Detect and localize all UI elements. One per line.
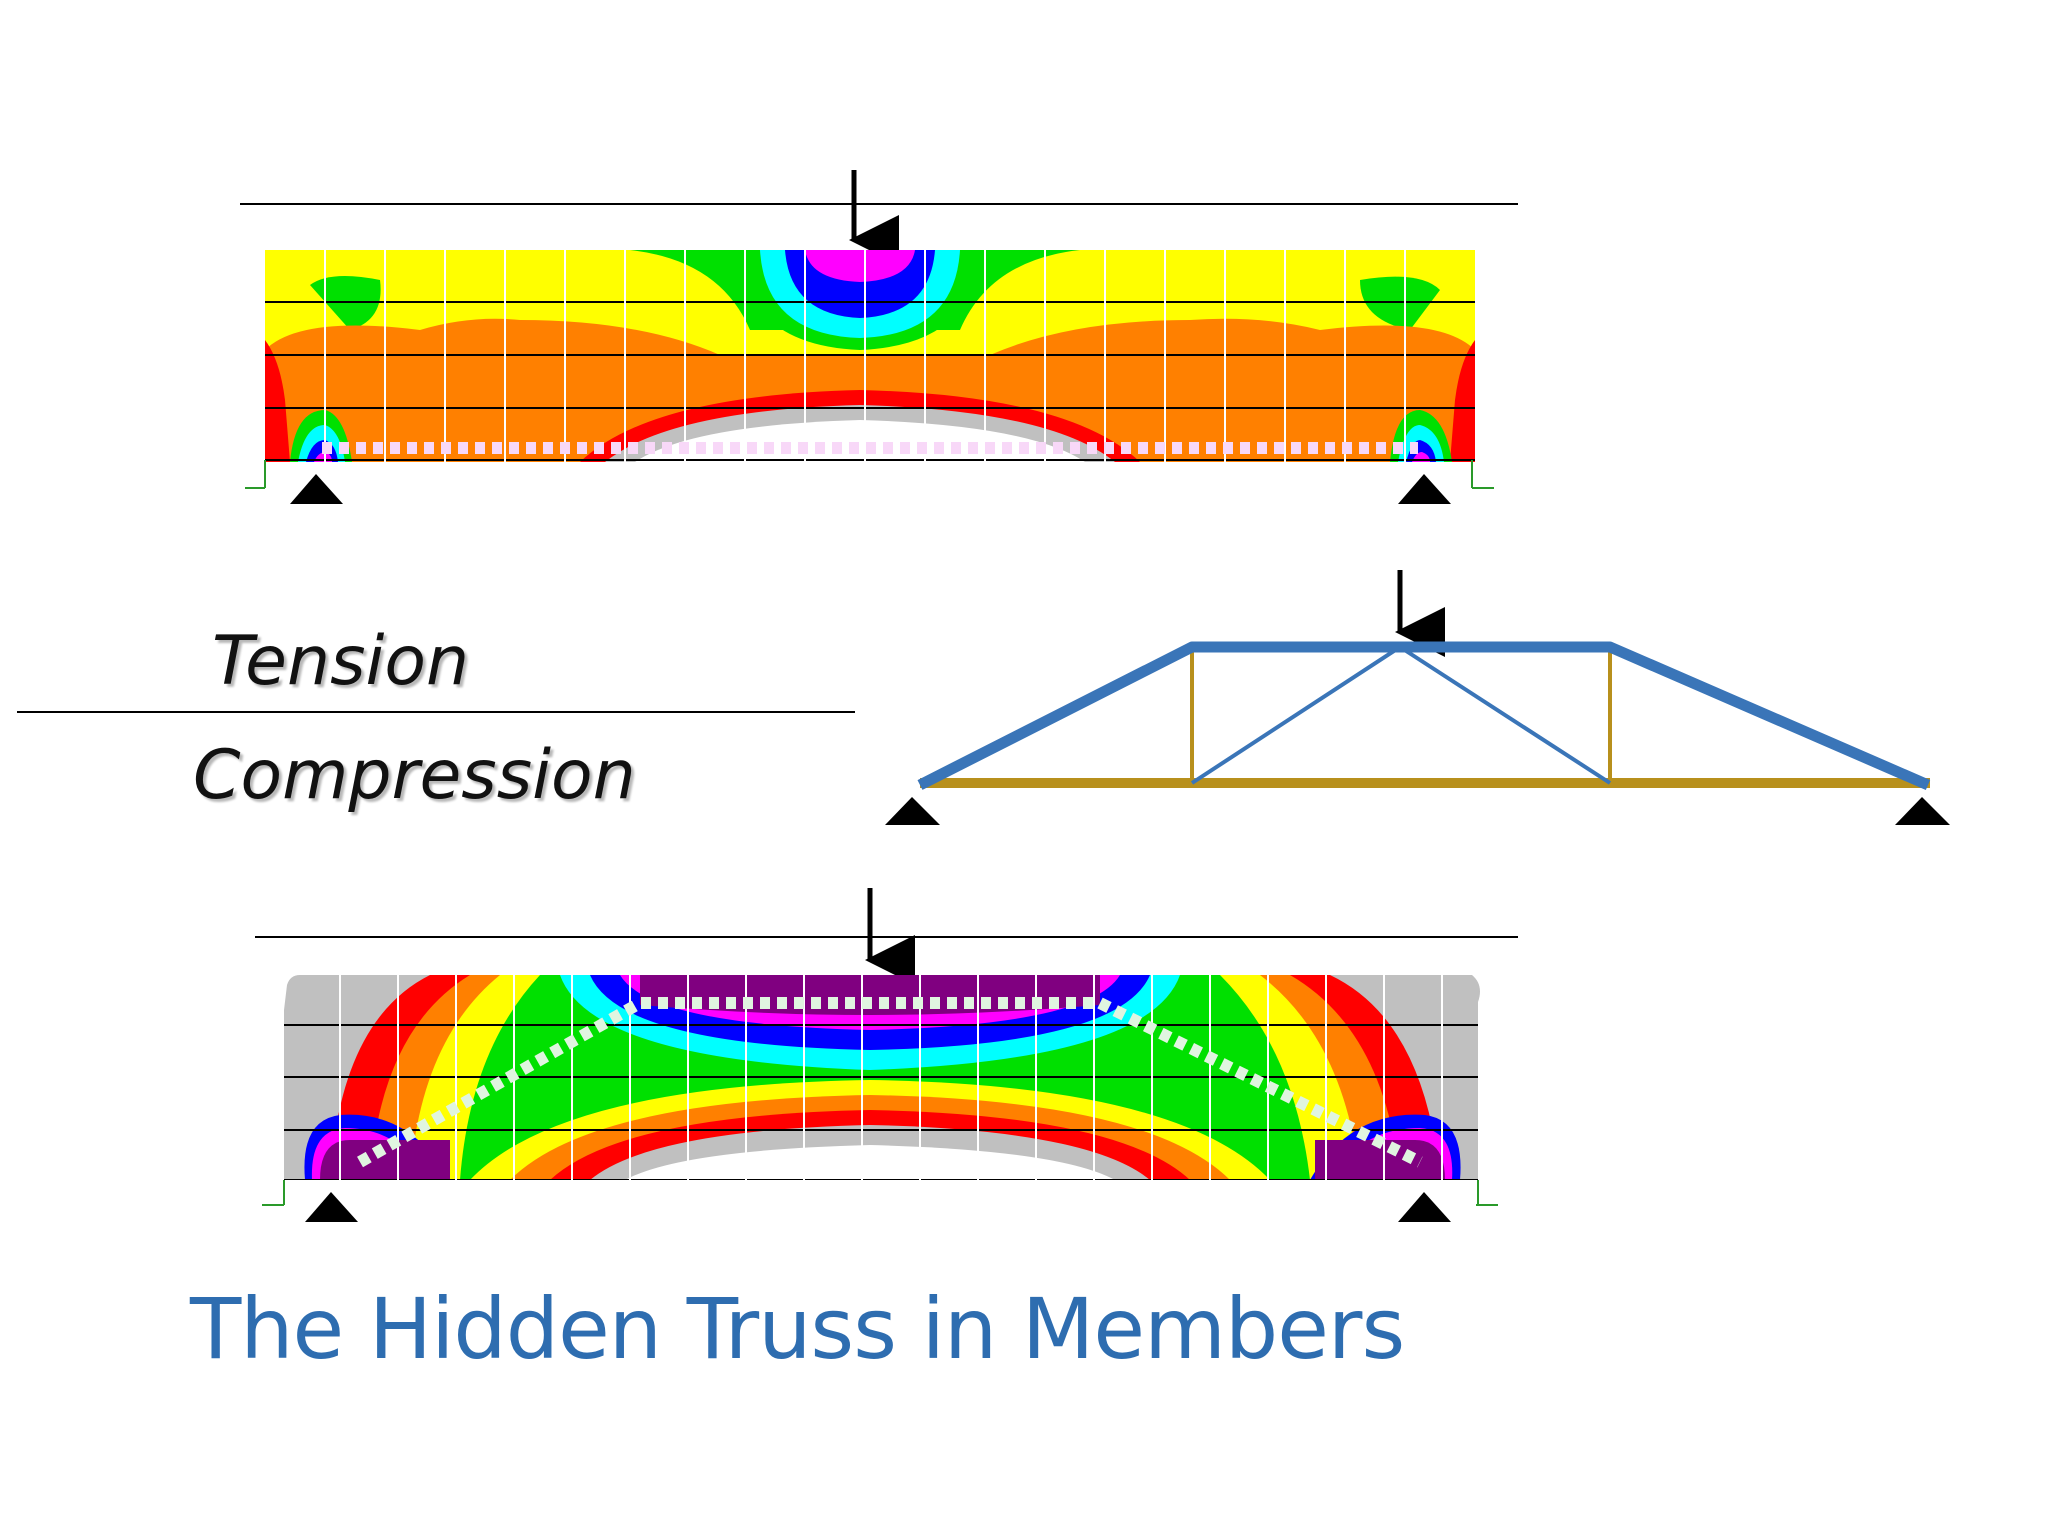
bottom-beam-supports — [262, 1180, 1498, 1222]
compression-label: Compression — [193, 736, 636, 815]
truss-figure — [885, 570, 1950, 825]
bottom-beam-stress-contour — [284, 975, 1480, 1180]
truss-right-diagonal — [1398, 645, 1612, 785]
bottom-beam-figure — [255, 888, 1518, 1222]
truss-left-diagonal — [1190, 645, 1402, 785]
slide-title: The Hidden Truss in Members — [190, 1280, 1405, 1378]
top-right-support — [1398, 474, 1451, 504]
top-beam-supports — [245, 460, 1494, 504]
bottom-left-support — [305, 1192, 358, 1222]
bottom-right-support — [1398, 1192, 1451, 1222]
top-beam-figure — [240, 170, 1518, 504]
truss-right-support — [1895, 797, 1950, 825]
top-left-support — [290, 474, 343, 504]
truss-left-support — [885, 797, 940, 825]
bottom-hidden-truss — [357, 997, 1423, 1168]
top-beam-stress-contour — [265, 250, 1475, 462]
tension-label: Tension — [212, 622, 470, 701]
truss-top-chord — [917, 641, 1931, 791]
